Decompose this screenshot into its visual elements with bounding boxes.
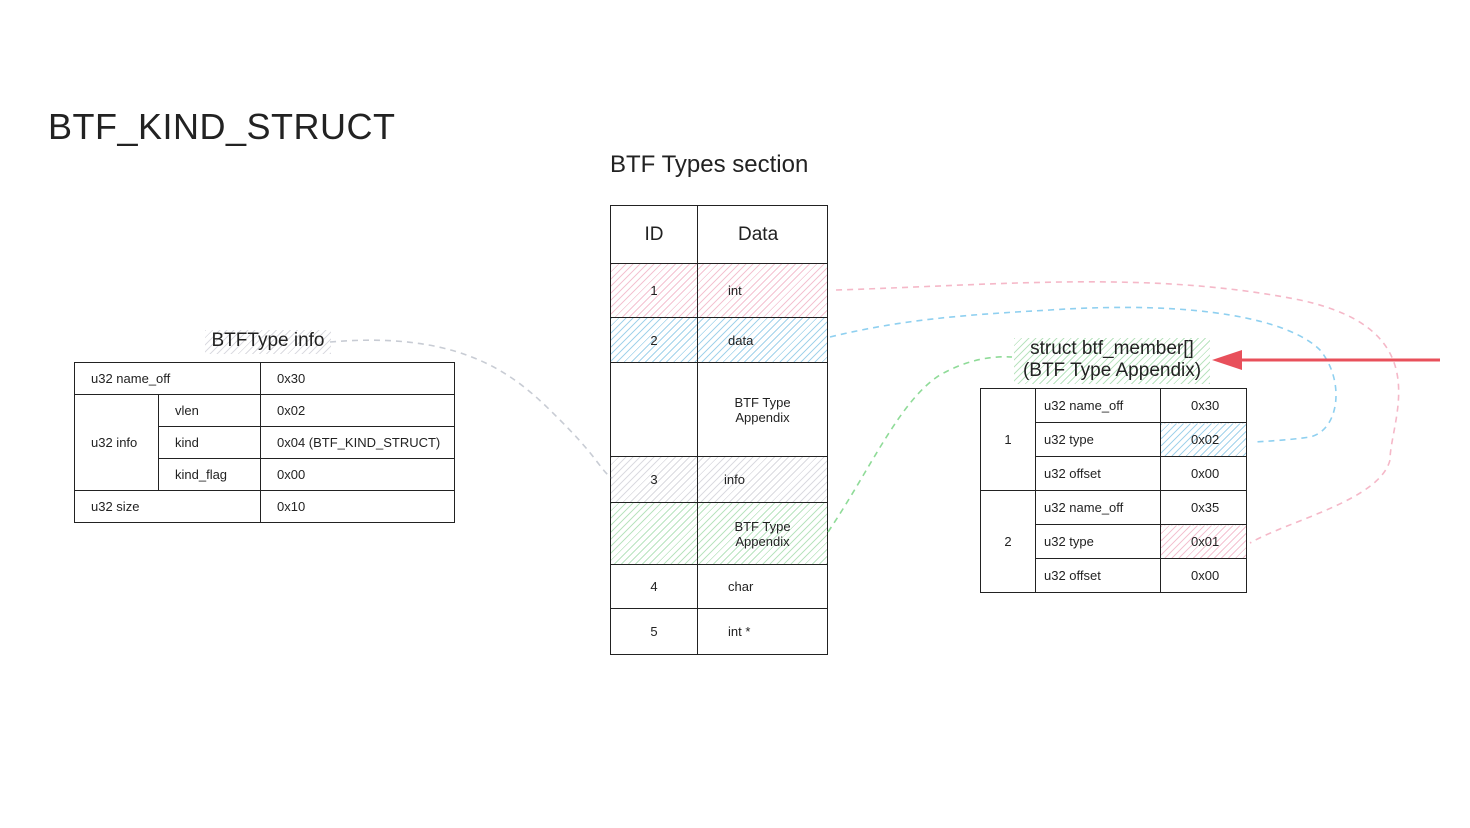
type-id <box>610 362 698 457</box>
field-kind-flag: kind_flag <box>158 458 261 491</box>
table-row: u32 offset 0x00 <box>981 558 1247 593</box>
table-row: u32 size 0x10 <box>74 490 455 523</box>
table-row: 2 u32 name_off 0x35 <box>980 490 1247 593</box>
page-title: BTF_KIND_STRUCT <box>48 106 396 147</box>
table-row: u32 type 0x02 <box>981 422 1247 457</box>
member-value: 0x00 <box>1160 558 1247 593</box>
appendix-line: BTF Type <box>734 518 791 534</box>
type-data: int <box>697 263 828 318</box>
member-array-label-line: (BTF Type Appendix) <box>1022 360 1202 381</box>
header-id: ID <box>610 205 698 264</box>
arrow-head-icon <box>1212 350 1242 370</box>
member-array-label-line: struct btf_member[] <box>1030 338 1194 359</box>
link-info-to-type3 <box>329 339 613 479</box>
member-index: 1 <box>980 388 1036 491</box>
link-appendix-to-member-array <box>827 355 1013 533</box>
member-field: u32 offset <box>1035 558 1161 593</box>
table-row: 5 int * <box>610 608 828 655</box>
member-value: 0x02 <box>1160 422 1247 457</box>
type-id: 4 <box>610 564 698 609</box>
table-row: BTF Type Appendix <box>610 362 828 457</box>
btf-member-table: 1 u32 name_off 0x30 u32 type 0x02 u32 of… <box>980 388 1247 593</box>
type-appendix: BTF Type Appendix <box>697 362 828 457</box>
table-row: u32 type 0x01 <box>981 524 1247 559</box>
member-field: u32 type <box>1035 524 1161 559</box>
btftype-info-label: BTFType info <box>205 330 331 354</box>
table-row: 3 info <box>610 456 828 503</box>
type-data: info <box>697 456 828 503</box>
field-info: u32 info <box>74 394 159 491</box>
table-row: u32 info vlen 0x02 <box>74 394 455 491</box>
member-field: u32 type <box>1035 422 1161 457</box>
table-row: 4 char <box>610 564 828 609</box>
member-field: u32 name_off <box>1035 490 1161 525</box>
table-row: 1 int <box>610 263 828 318</box>
member-array-label: struct btf_member[] (BTF Type Appendix) <box>1014 338 1210 384</box>
types-section-title: BTF Types section <box>610 151 809 178</box>
field-vlen: vlen <box>158 394 261 427</box>
appendix-line: Appendix <box>735 533 790 549</box>
type-data: int * <box>697 608 828 655</box>
appendix-line: Appendix <box>735 409 790 425</box>
table-row: BTF Type Appendix <box>610 502 828 565</box>
btf-types-table: ID Data 1 int 2 data BTF Type Appendix 3… <box>610 205 828 655</box>
value-size: 0x10 <box>260 490 455 523</box>
table-row: 2 data <box>610 317 828 363</box>
field-kind: kind <box>158 426 261 459</box>
field-size: u32 size <box>74 490 261 523</box>
link-int-to-member2-type <box>835 281 1400 544</box>
member-value: 0x00 <box>1160 456 1247 491</box>
type-appendix: BTF Type Appendix <box>697 502 828 565</box>
appendix-line: BTF Type <box>734 394 791 410</box>
member-value: 0x35 <box>1160 490 1247 525</box>
member-value: 0x01 <box>1160 524 1247 559</box>
type-id <box>610 502 698 565</box>
table-row: kind 0x04 (BTF_KIND_STRUCT) <box>75 426 455 459</box>
value-vlen: 0x02 <box>260 394 455 427</box>
type-id: 1 <box>610 263 698 318</box>
btftype-info-table: u32 name_off 0x30 u32 info vlen 0x02 kin… <box>74 362 455 523</box>
type-id: 5 <box>610 608 698 655</box>
link-data-to-member1-type <box>829 306 1337 443</box>
